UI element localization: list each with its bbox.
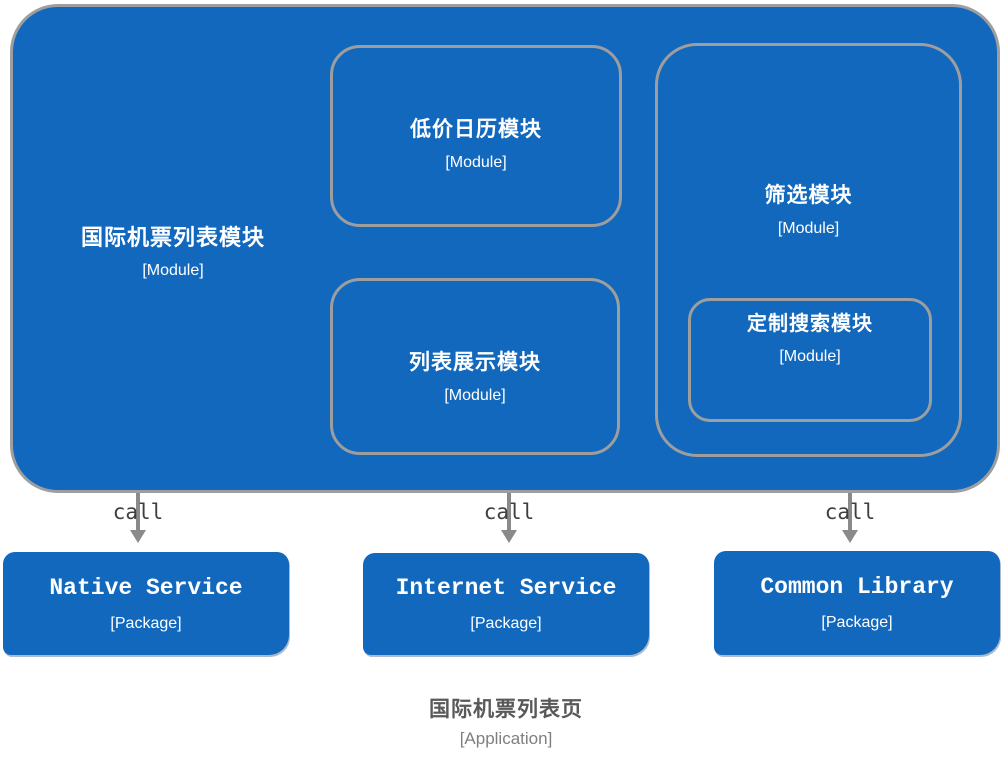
module-name: 低价日历模块 bbox=[410, 118, 542, 141]
package-type: [Package] bbox=[470, 615, 542, 632]
module-label: 低价日历模块 [Module] bbox=[333, 116, 619, 174]
package-internet-service: Internet Service [Package] bbox=[363, 553, 649, 655]
module-name: 筛选模块 bbox=[764, 184, 853, 207]
module-list-display: 列表展示模块 [Module] bbox=[330, 278, 620, 455]
application-title-block: 国际机票列表页 [Application] bbox=[306, 696, 706, 750]
arrow-line bbox=[507, 493, 511, 537]
module-label: 定制搜索模块 [Module] bbox=[691, 310, 929, 368]
call-label: call bbox=[483, 500, 535, 524]
module-label: 筛选模块 [Module] bbox=[658, 182, 959, 240]
application-type: [Application] bbox=[459, 729, 553, 748]
module-name: 列表展示模块 bbox=[409, 351, 541, 374]
module-type: [Module] bbox=[445, 154, 507, 171]
main-module-label: 国际机票列表模块 [Module] bbox=[13, 224, 333, 282]
module-international-flight-list: 国际机票列表模块 [Module] 低价日历模块 [Module] 列表展示模块… bbox=[10, 4, 1000, 493]
module-type: [Module] bbox=[444, 387, 506, 404]
call-label: call bbox=[112, 500, 164, 524]
package-type: [Package] bbox=[821, 614, 893, 631]
module-filter-group: 筛选模块 [Module] 定制搜索模块 [Module] bbox=[655, 43, 962, 457]
package-name: Internet Service bbox=[395, 575, 617, 601]
call-label: call bbox=[824, 500, 876, 524]
arrow-head-icon bbox=[130, 530, 146, 543]
arrow-head-icon bbox=[501, 530, 517, 543]
package-type: [Package] bbox=[110, 614, 182, 632]
package-name: Native Service bbox=[49, 574, 243, 601]
arrow-line bbox=[848, 493, 852, 537]
application-name: 国际机票列表页 bbox=[429, 698, 583, 721]
module-type: [Module] bbox=[779, 348, 841, 365]
module-low-price-calendar: 低价日历模块 [Module] bbox=[330, 45, 622, 227]
arrow-head-icon bbox=[842, 530, 858, 543]
module-name: 国际机票列表模块 bbox=[80, 225, 265, 250]
module-type: [Module] bbox=[777, 220, 840, 237]
package-common-library: Common Library [Package] bbox=[714, 551, 1000, 655]
module-name: 定制搜索模块 bbox=[747, 313, 873, 335]
module-label: 列表展示模块 [Module] bbox=[333, 349, 617, 407]
arrow-line bbox=[136, 493, 140, 537]
module-custom-search: 定制搜索模块 [Module] bbox=[688, 298, 932, 422]
package-name: Common Library bbox=[760, 574, 954, 600]
module-type: [Module] bbox=[142, 262, 204, 279]
package-native-service: Native Service [Package] bbox=[3, 552, 289, 655]
